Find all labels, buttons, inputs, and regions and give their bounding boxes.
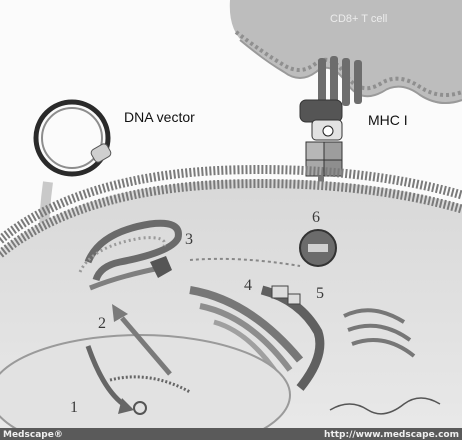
step-2: 2 bbox=[98, 315, 106, 332]
footer-brand: Medscape® bbox=[3, 430, 63, 440]
footer-url[interactable]: http://www.medscape.com bbox=[324, 430, 459, 440]
step-4: 4 bbox=[244, 277, 252, 294]
step-1: 1 bbox=[70, 399, 78, 416]
mhc-label: MHC I bbox=[368, 112, 408, 128]
proteasome bbox=[300, 230, 336, 266]
step-3: 3 bbox=[185, 231, 193, 248]
t-cell-label: CD8+ T cell bbox=[330, 13, 387, 25]
step-6: 6 bbox=[312, 209, 320, 226]
dna-vector-label: DNA vector bbox=[124, 109, 195, 125]
step-5: 5 bbox=[316, 285, 324, 302]
